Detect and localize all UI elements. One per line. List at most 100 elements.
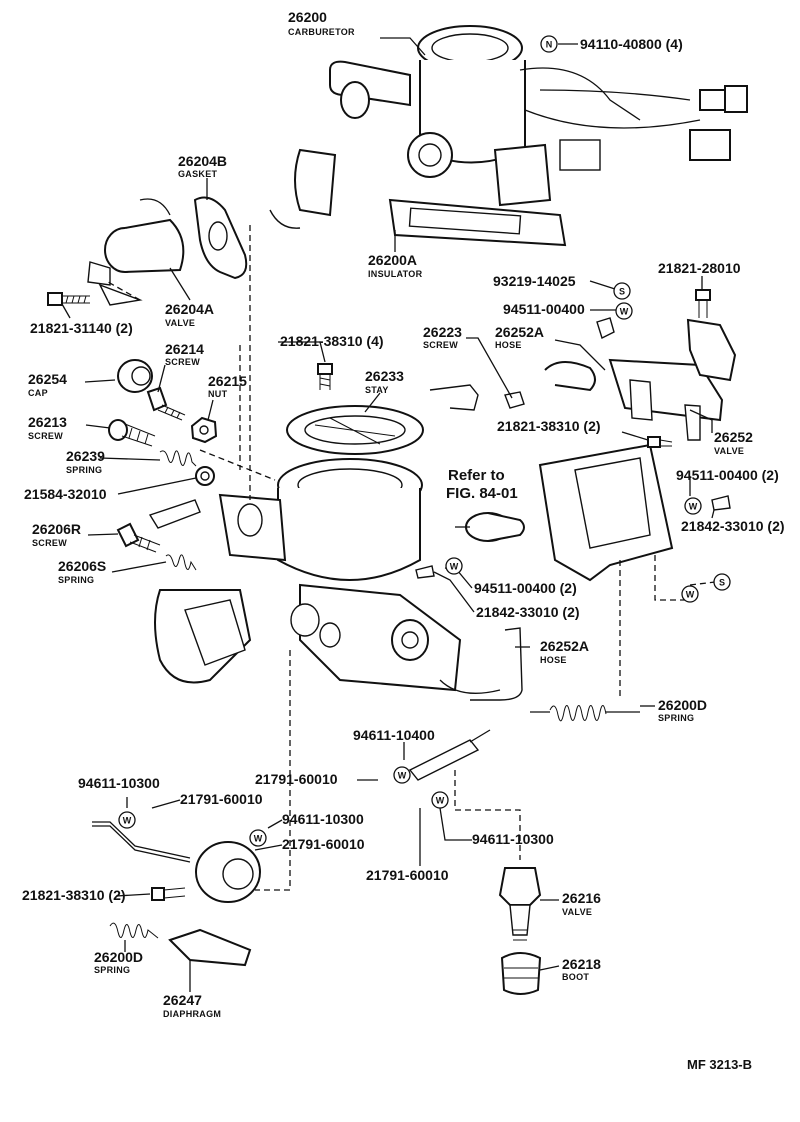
svg-text:SCREW: SCREW bbox=[32, 538, 67, 548]
mark-w-vsv: W bbox=[445, 557, 463, 575]
callout-21791-60010-d: 21791-60010 bbox=[366, 867, 449, 883]
svg-text:26214: 26214 bbox=[165, 341, 204, 357]
svg-text:26200: 26200 bbox=[288, 9, 327, 25]
valve-26252-drawing bbox=[544, 358, 724, 441]
mark-w-left-rod: W bbox=[118, 811, 136, 829]
svg-text:94110-40800 (4): 94110-40800 (4) bbox=[580, 36, 683, 52]
svg-text:S: S bbox=[719, 578, 725, 588]
callout-94511-00400: 94511-00400 bbox=[503, 301, 585, 317]
links-drawing bbox=[92, 729, 491, 863]
callout-21821-31140: 21821-31140 (2) bbox=[30, 320, 133, 336]
svg-text:93219-14025: 93219-14025 bbox=[493, 273, 576, 289]
callout-94611-10300-c: 94611-10300 bbox=[472, 831, 554, 847]
svg-text:21584-32010: 21584-32010 bbox=[24, 486, 107, 502]
leader-lines bbox=[61, 37, 715, 992]
callout-94611-10300-b: 94611-10300 bbox=[282, 811, 364, 827]
callout-refer-fig: Refer to FIG. 84-01 bbox=[446, 467, 518, 502]
svg-text:SCREW: SCREW bbox=[28, 431, 63, 441]
svg-text:W: W bbox=[254, 834, 263, 844]
callout-26200A: 26200A INSULATOR bbox=[368, 252, 423, 279]
svg-text:CAP: CAP bbox=[28, 388, 48, 398]
callout-21791-60010-b: 21791-60010 bbox=[180, 791, 263, 807]
svg-text:26252: 26252 bbox=[714, 429, 753, 445]
svg-text:26204A: 26204A bbox=[165, 301, 214, 317]
callout-26200D-right: 26200D SPRING bbox=[658, 697, 707, 723]
callout-93219-14025: 93219-14025 bbox=[493, 273, 576, 289]
mark-w-link-mid: W bbox=[393, 766, 411, 784]
callout-26239: 26239 SPRING bbox=[66, 448, 105, 475]
svg-text:BOOT: BOOT bbox=[562, 972, 589, 982]
svg-text:21791-60010: 21791-60010 bbox=[282, 836, 365, 852]
svg-text:26200D: 26200D bbox=[94, 949, 143, 965]
bolt-21821-28010-drawing bbox=[686, 289, 737, 382]
callout-26214: 26214 SCREW bbox=[165, 341, 204, 367]
svg-text:94511-00400 (2): 94511-00400 (2) bbox=[676, 467, 779, 483]
svg-text:SPRING: SPRING bbox=[58, 575, 94, 585]
callout-26200: 26200 CARBURETOR bbox=[288, 9, 355, 37]
callout-21821-38310-2a: 21821-38310 (2) bbox=[497, 418, 601, 434]
svg-text:26200A: 26200A bbox=[368, 252, 417, 268]
svg-text:26247: 26247 bbox=[163, 992, 202, 1008]
callout-26247: 26247 DIAPHRAGM bbox=[163, 992, 221, 1019]
valve-26204A-drawing bbox=[87, 198, 185, 306]
assembly-lines bbox=[107, 225, 716, 891]
svg-text:W: W bbox=[620, 307, 629, 317]
svg-text:SPRING: SPRING bbox=[66, 465, 102, 475]
mark-w-top: W bbox=[615, 302, 633, 320]
svg-text:26239: 26239 bbox=[66, 448, 105, 464]
callout-21821-28010: 21821-28010 bbox=[658, 260, 741, 276]
callout-21821-38310-2b: 21821-38310 (2) bbox=[22, 887, 126, 903]
svg-text:STAY: STAY bbox=[365, 385, 389, 395]
svg-text:SPRING: SPRING bbox=[658, 713, 694, 723]
svg-text:26206S: 26206S bbox=[58, 558, 106, 574]
svg-text:W: W bbox=[450, 562, 459, 572]
svg-text:94611-10400: 94611-10400 bbox=[353, 727, 435, 743]
svg-text:21821-28010: 21821-28010 bbox=[658, 260, 741, 276]
bolt-21821-38310-2b-drawing bbox=[151, 887, 186, 901]
callout-26218: 26218 BOOT bbox=[562, 956, 601, 982]
mark-w-bracket: W bbox=[681, 585, 699, 603]
callout-26215: 26215 NUT bbox=[208, 373, 247, 399]
spring-26200D-l-drawing bbox=[109, 922, 159, 939]
mark-s-top: S bbox=[613, 282, 631, 300]
svg-text:CARBURETOR: CARBURETOR bbox=[288, 27, 355, 37]
svg-text:VALVE: VALVE bbox=[714, 446, 744, 456]
hose-26252A-bot-drawing bbox=[439, 627, 523, 701]
vsv-bracket-drawing bbox=[455, 443, 674, 582]
svg-text:94511-00400 (2): 94511-00400 (2) bbox=[474, 580, 577, 596]
screw-26213-drawing bbox=[108, 419, 156, 447]
callout-26223: 26223 SCREW bbox=[423, 324, 462, 350]
callout-94511-00400-2b: 94511-00400 (2) bbox=[474, 580, 577, 596]
callout-26204A: 26204A VALVE bbox=[165, 301, 214, 328]
mark-w-diaphragm: W bbox=[249, 829, 267, 847]
stay-26233-drawing bbox=[286, 405, 424, 455]
carburetor-drawing bbox=[269, 25, 748, 247]
callout-21842-33010-2b: 21842-33010 (2) bbox=[476, 604, 580, 620]
boot-26218-drawing bbox=[500, 952, 542, 995]
svg-text:26233: 26233 bbox=[365, 368, 404, 384]
svg-text:W: W bbox=[436, 796, 445, 806]
screw-26206R-drawing bbox=[116, 522, 161, 553]
gasket-drawing bbox=[193, 196, 248, 280]
svg-text:W: W bbox=[398, 771, 407, 781]
svg-text:DIAPHRAGM: DIAPHRAGM bbox=[163, 1009, 221, 1019]
bolt-21821-31140-drawing bbox=[47, 292, 90, 306]
svg-text:INSULATOR: INSULATOR bbox=[368, 269, 423, 279]
spring-26239-drawing bbox=[159, 450, 197, 467]
svg-text:94611-10300: 94611-10300 bbox=[78, 775, 160, 791]
svg-text:26200D: 26200D bbox=[658, 697, 707, 713]
callout-21791-60010-a: 21791-60010 bbox=[255, 771, 338, 787]
svg-text:N: N bbox=[546, 40, 553, 50]
callout-94110-40800: 94110-40800 (4) bbox=[580, 36, 683, 52]
callout-21791-60010-c: 21791-60010 bbox=[282, 836, 365, 852]
spring-26200D-r-drawing bbox=[530, 705, 640, 722]
mark-s-bracket: S bbox=[713, 573, 731, 591]
callout-26200D-left: 26200D SPRING bbox=[94, 949, 143, 975]
svg-text:21842-33010 (2): 21842-33010 (2) bbox=[681, 518, 785, 534]
spring-26206S-drawing bbox=[165, 554, 197, 571]
svg-text:HOSE: HOSE bbox=[495, 340, 522, 350]
callout-26252A-bot: 26252A HOSE bbox=[540, 638, 589, 665]
svg-text:W: W bbox=[686, 590, 695, 600]
svg-text:NUT: NUT bbox=[208, 389, 228, 399]
bolt-21821-38310-2a-drawing bbox=[647, 436, 673, 448]
